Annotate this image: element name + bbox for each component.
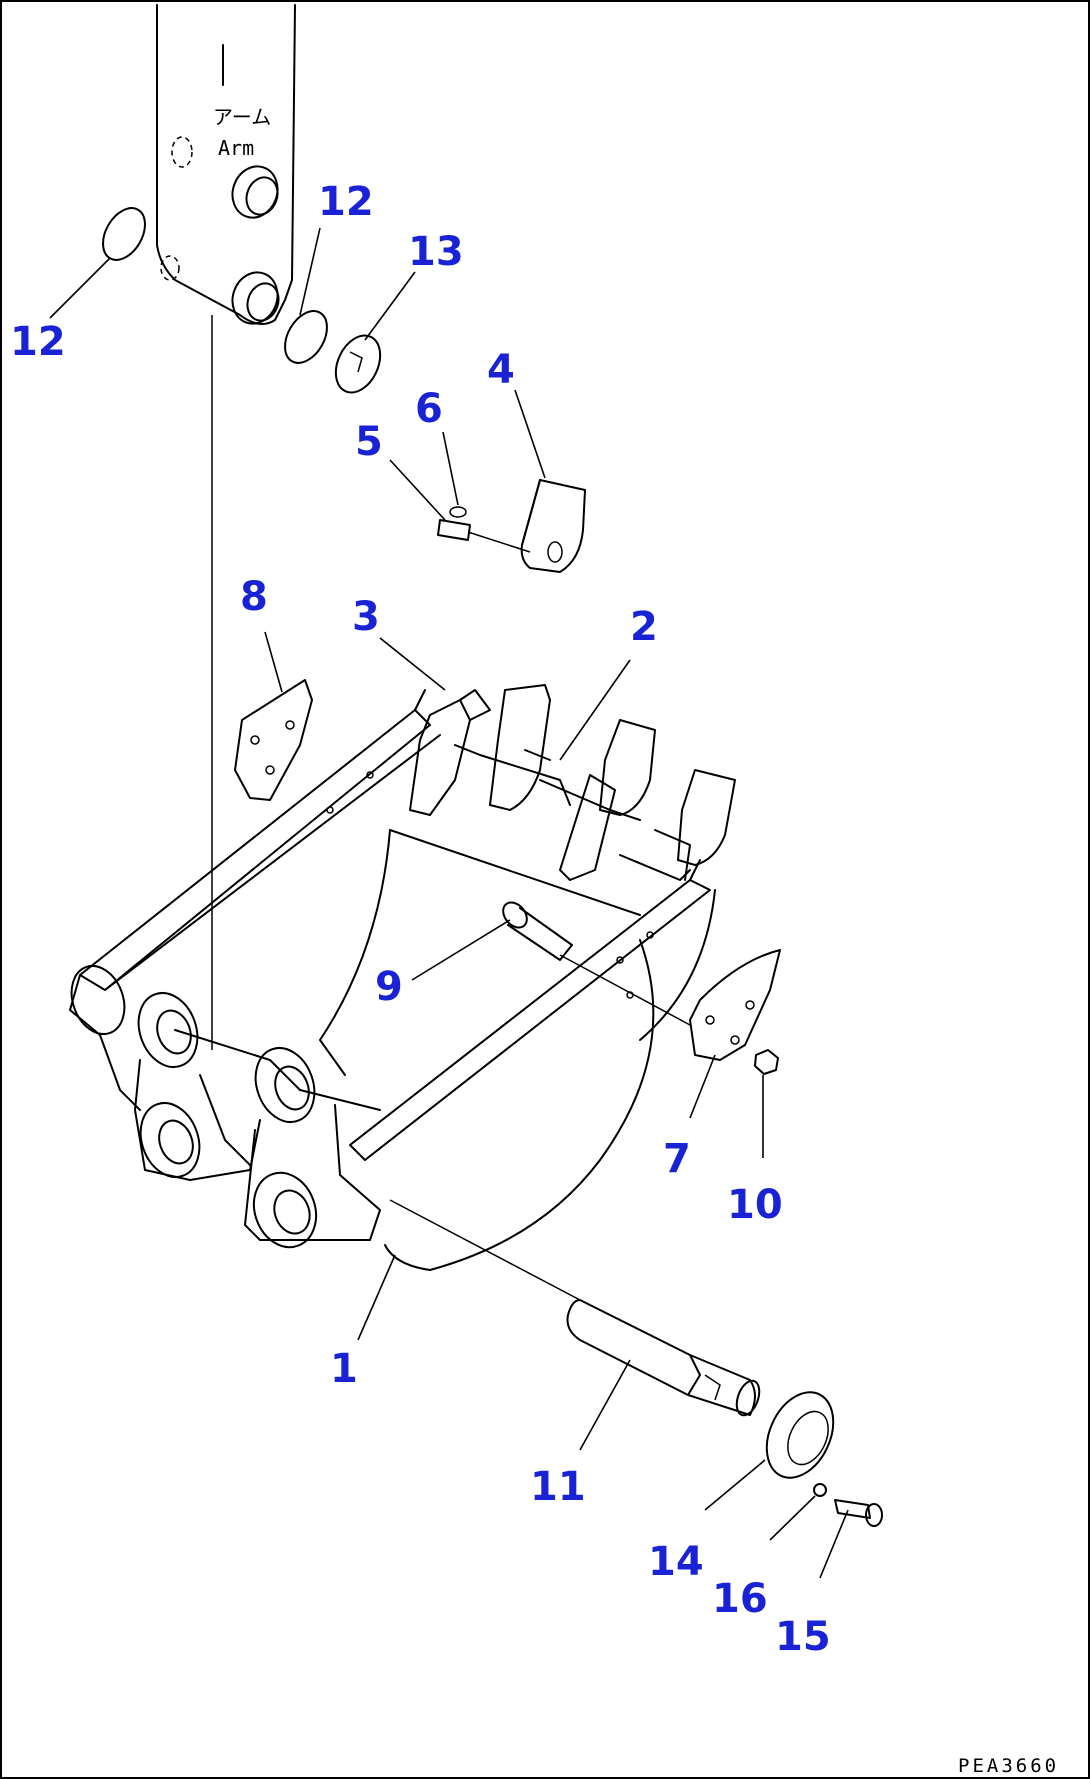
tooth-part-4 xyxy=(520,479,586,573)
o-ring-left xyxy=(102,207,146,261)
callout-5: 5 xyxy=(355,419,383,465)
callout-1: 1 xyxy=(330,1346,358,1392)
callout-11: 11 xyxy=(530,1464,586,1510)
callout-12-right: 12 xyxy=(318,179,374,225)
side-cutter-left xyxy=(234,679,313,801)
pin-part-5 xyxy=(437,506,531,553)
callout-15: 15 xyxy=(775,1614,831,1660)
callout-3: 3 xyxy=(352,594,380,640)
o-ring-right xyxy=(284,310,328,364)
callout-6: 6 xyxy=(415,386,443,432)
callout-8: 8 xyxy=(240,574,268,620)
plate-part xyxy=(765,1391,835,1479)
callout-12-left: 12 xyxy=(10,319,66,365)
bucket-pin xyxy=(389,1199,761,1417)
callout-2: 2 xyxy=(630,604,658,650)
bolt-part-15 xyxy=(834,1499,883,1527)
drawing-code: PEA3660 xyxy=(958,1755,1059,1777)
callout-7: 7 xyxy=(663,1136,691,1182)
side-cutter-right xyxy=(689,949,781,1061)
leader-lines xyxy=(49,227,849,1579)
bucket-body xyxy=(69,684,736,1271)
arm-label-japanese: アーム xyxy=(213,105,271,129)
callout-9: 9 xyxy=(375,964,403,1010)
arm-label-english: Arm xyxy=(218,136,254,160)
washer-part xyxy=(813,1483,827,1497)
nut-part xyxy=(754,1049,779,1075)
arm-drawing xyxy=(156,4,296,1050)
shim-part xyxy=(334,334,382,394)
callout-16: 16 xyxy=(712,1576,768,1622)
callout-13: 13 xyxy=(408,229,464,275)
callout-4: 4 xyxy=(487,347,515,393)
callout-14: 14 xyxy=(648,1539,704,1585)
callout-10: 10 xyxy=(727,1182,783,1228)
